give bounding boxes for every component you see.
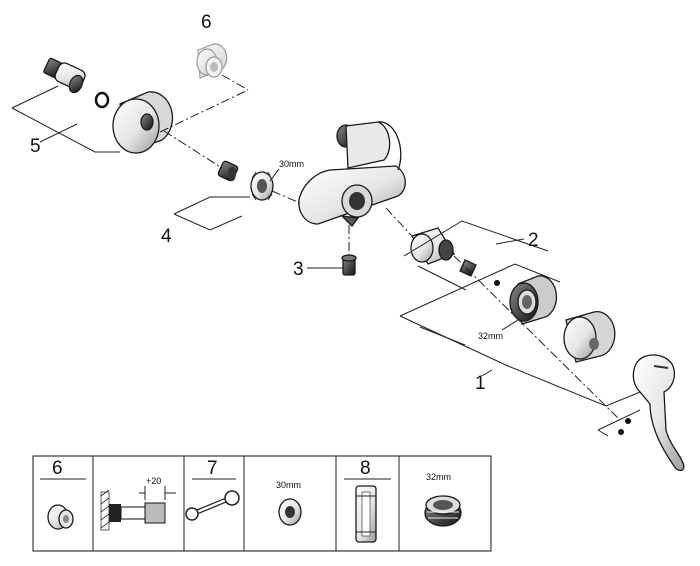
table-cell-extension: +20 <box>100 476 176 531</box>
threaded-ring-32mm <box>509 275 558 325</box>
escutcheon-rosette <box>112 91 174 154</box>
small-screw <box>494 280 500 286</box>
hex-nut-30mm <box>250 171 274 201</box>
washer-ring <box>94 91 110 109</box>
part-5-group <box>11 57 174 154</box>
mixer-body <box>298 121 406 227</box>
part-2-group <box>403 220 549 291</box>
callout-3: 3 <box>293 259 304 280</box>
handle-cover <box>563 311 616 363</box>
callout-1: 1 <box>475 373 486 394</box>
table-cell-tool-7: 7 <box>185 458 240 521</box>
table-cell-part-6: 6 <box>40 458 86 530</box>
s-union-connector <box>43 57 86 94</box>
table-cell-nut-30mm: 30mm <box>276 480 302 526</box>
lever-handle <box>632 354 685 472</box>
table-number-7: 7 <box>207 458 218 479</box>
callout-4: 4 <box>161 226 172 247</box>
parts-table: 6 +20 7 <box>32 455 492 552</box>
table-label-30mm: 30mm <box>276 480 301 490</box>
table-cell-part-8: 8 <box>344 458 391 543</box>
part-1-group: 32mm <box>399 263 685 472</box>
wrench-icon <box>185 490 240 521</box>
table-cell-ring-32mm: 32mm <box>424 472 462 527</box>
part-4-group: 30mm <box>173 159 304 231</box>
dimension-plus-20: +20 <box>146 476 161 486</box>
part-3-insert <box>307 254 357 276</box>
callout-6: 6 <box>201 12 212 33</box>
callout-2: 2 <box>528 230 539 251</box>
table-number-6: 6 <box>52 458 63 479</box>
table-number-8: 8 <box>360 458 371 479</box>
cartridge-spindle <box>459 259 477 277</box>
grub-screw <box>625 418 631 424</box>
axis-lines <box>159 74 621 421</box>
callout-5: 5 <box>30 136 41 157</box>
dimension-32mm: 32mm <box>478 331 503 341</box>
grub-screw-2 <box>618 429 624 435</box>
cartridge <box>410 227 455 265</box>
table-label-32mm: 32mm <box>426 472 451 482</box>
threaded-nipple <box>217 160 239 182</box>
part-6-adapter <box>196 43 228 79</box>
dimension-30mm: 30mm <box>279 159 304 169</box>
